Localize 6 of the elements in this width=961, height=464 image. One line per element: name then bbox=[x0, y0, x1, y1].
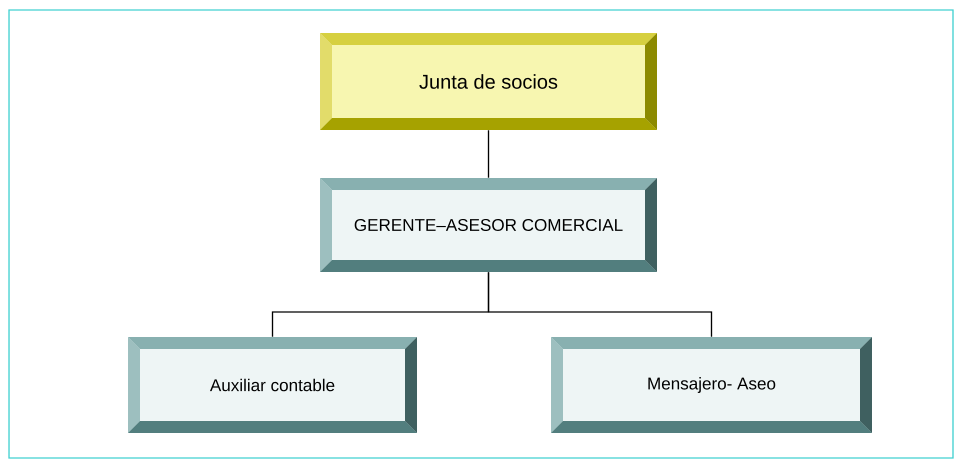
bevel-box: Junta de socios bbox=[320, 33, 657, 130]
bevel-box: Auxiliar contable bbox=[128, 337, 417, 433]
bevel-box: GERENTE–ASESOR COMERCIAL bbox=[320, 178, 657, 272]
connector-line bbox=[488, 130, 490, 178]
connector-line bbox=[488, 272, 712, 337]
bevel-box: Mensajero- Aseo bbox=[551, 337, 872, 433]
